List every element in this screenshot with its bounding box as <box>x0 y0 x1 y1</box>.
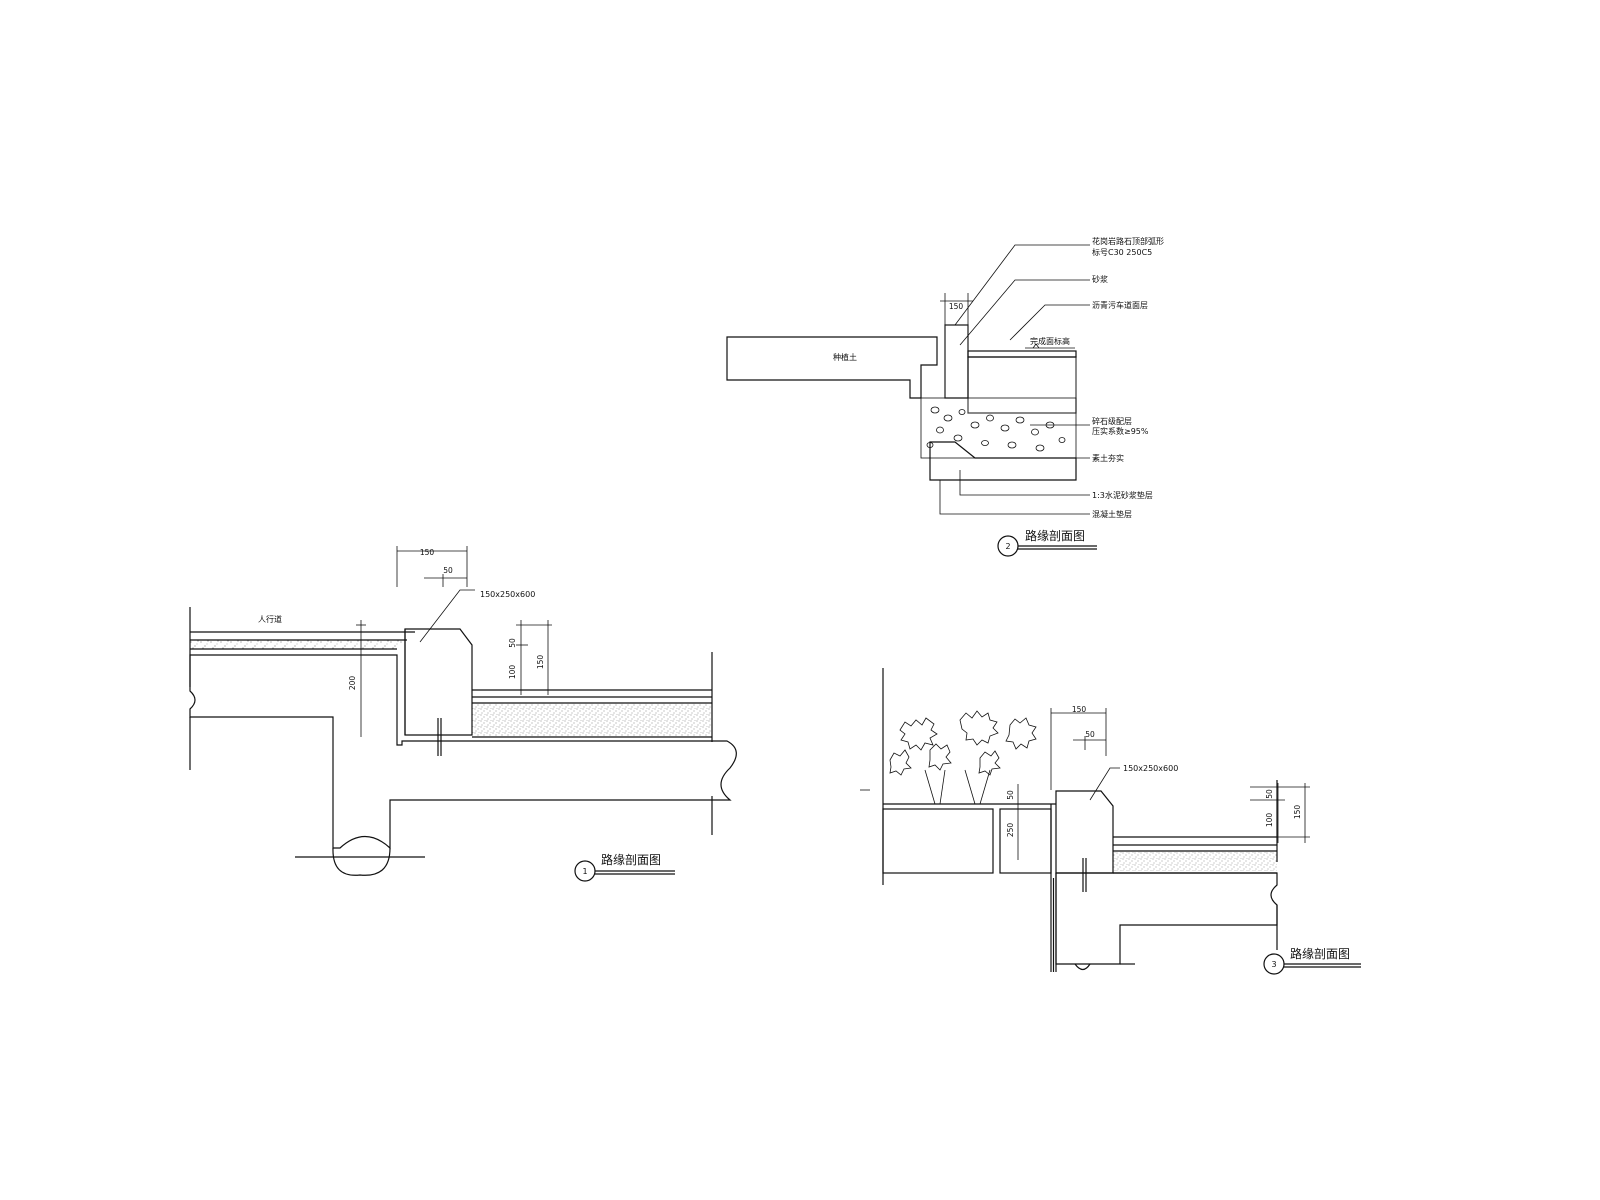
d2-note-subgrade: 素土夯实 <box>1092 453 1124 463</box>
d2-note-mortar: 砂浆 <box>1092 274 1108 284</box>
d3-dim-150: 150 <box>1072 705 1087 714</box>
d1-dim-left-200: 200 <box>348 676 357 691</box>
d3-dim-50: 50 <box>1085 730 1095 739</box>
d1-dim-50: 50 <box>443 566 453 575</box>
d3-dim-left-250: 250 <box>1006 823 1015 838</box>
d1-dim-right-100: 100 <box>508 665 517 680</box>
d3-dim-right-50: 50 <box>1265 789 1274 799</box>
d3-number: 3 <box>1271 960 1276 969</box>
d2-note-curb-1: 花岗岩路石顶部弧形 <box>1092 236 1164 246</box>
d3-curb-spec: 150x250x600 <box>1123 764 1178 773</box>
d2-title: 路缘剖面图 <box>1025 528 1085 543</box>
d2-note-finish: 完成面标高 <box>1030 336 1070 346</box>
d1-dim-right-150: 150 <box>536 655 545 670</box>
d3-title: 路缘剖面图 <box>1290 946 1350 961</box>
d2-note-curb-2: 标号C30 250C5 <box>1092 247 1152 257</box>
detail-2-section: 种植土 <box>726 236 1164 557</box>
d2-dim-top: 150 <box>949 302 964 311</box>
detail-1-section: 150 50 150x250x600 人行道 50 100 150 200 1 … <box>189 546 737 882</box>
d1-dim-right-50: 50 <box>508 638 517 648</box>
d1-sidewalk-label: 人行道 <box>258 614 282 624</box>
d2-gravel <box>926 406 1066 452</box>
d1-curb-spec: 150x250x600 <box>480 590 535 599</box>
d3-dim-left-50: 50 <box>1006 790 1015 800</box>
d3-dim-right-100: 100 <box>1265 813 1274 828</box>
d1-title: 路缘剖面图 <box>601 852 661 867</box>
d1-number: 1 <box>582 867 587 876</box>
d3-plants <box>889 710 1037 805</box>
d2-note-cement-mortar: 1:3水泥砂浆垫层 <box>1092 490 1153 500</box>
d3-dim-right-150: 150 <box>1293 805 1302 820</box>
d1-dim-150: 150 <box>420 548 435 557</box>
detail-3-section: 150 50 150x250x600 50 100 150 50 250 3 路… <box>860 668 1361 975</box>
d2-note-gravel-1: 碎石级配层 <box>1092 416 1132 426</box>
d2-number: 2 <box>1005 542 1010 551</box>
d2-note-asphalt: 沥青污车道面层 <box>1092 300 1148 310</box>
d2-soil-label: 种植土 <box>833 352 857 362</box>
d2-note-concrete: 混凝土垫层 <box>1092 509 1132 519</box>
d2-note-gravel-2: 压实系数≥95% <box>1092 426 1149 436</box>
